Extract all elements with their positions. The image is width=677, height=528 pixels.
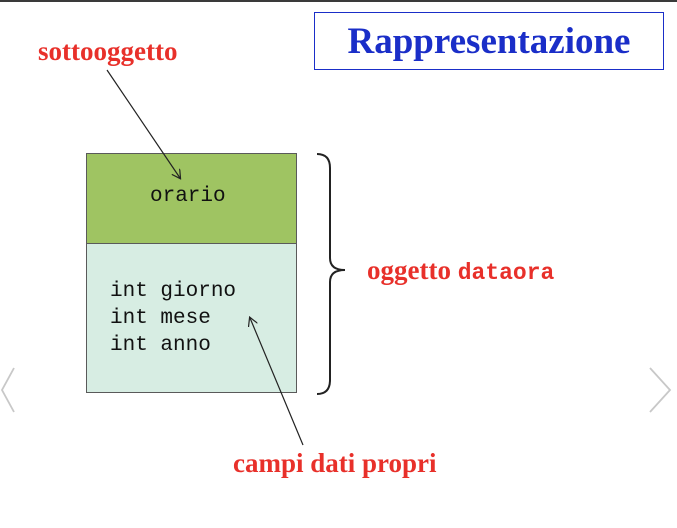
- top-border: [0, 0, 677, 2]
- own-fields-label: campi dati propri: [233, 448, 437, 478]
- chevron-left-icon[interactable]: [0, 367, 15, 413]
- chevron-right-icon[interactable]: [649, 367, 672, 413]
- object-label-prefix: oggetto: [367, 255, 458, 285]
- field-anno: int anno: [110, 334, 211, 357]
- own-fields-arrow: [250, 318, 304, 446]
- subobject-arrow: [106, 69, 180, 178]
- field-mese: int mese: [110, 307, 211, 330]
- field-giorno: int giorno: [110, 280, 237, 303]
- subobject-block: [86, 153, 297, 244]
- object-brace: [316, 153, 346, 395]
- object-label: oggetto dataora: [367, 255, 554, 286]
- subobject-label: sottooggetto: [38, 36, 178, 66]
- object-label-name: dataora: [457, 260, 555, 286]
- own-fields-block: [86, 243, 297, 393]
- slide-title: Rappresentazione: [314, 12, 664, 70]
- subobject-name: orario: [150, 185, 226, 208]
